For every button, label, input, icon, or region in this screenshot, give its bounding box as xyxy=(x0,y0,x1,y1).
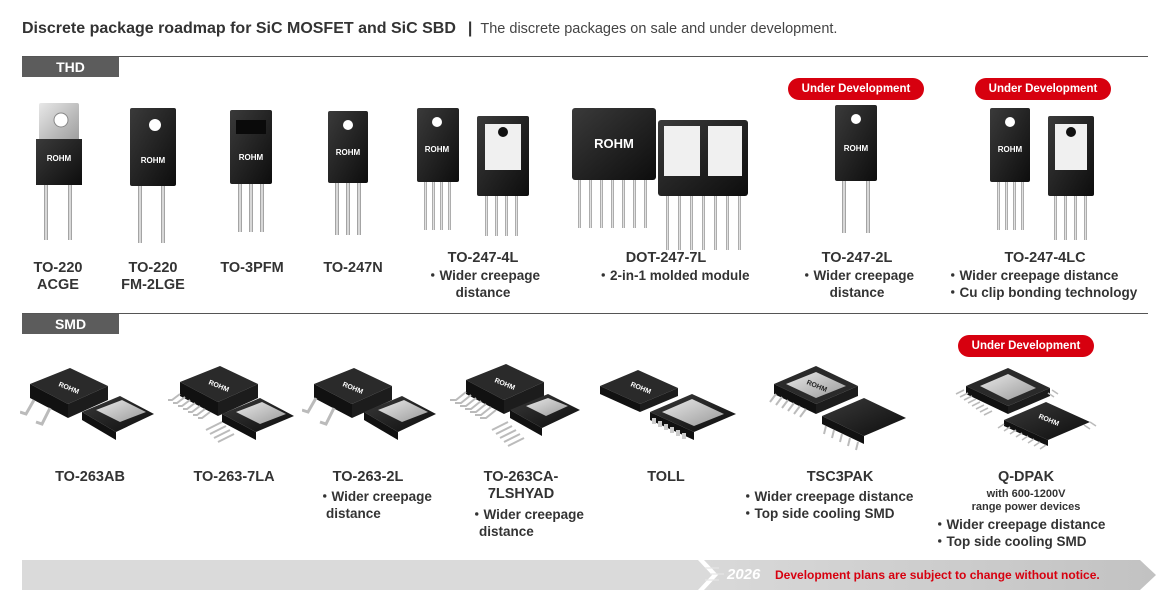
to-263-2l-package-image: ROHM xyxy=(302,368,436,440)
to-263ab-package-image: ROHM xyxy=(20,368,154,440)
package-name-to-263-2l: TO-263-2L xyxy=(332,469,404,485)
package-name-dot-247-7l: DOT-247-7L xyxy=(625,250,707,266)
package-name-to-263-7la: TO-263-7LA xyxy=(193,469,275,485)
rohm-logo: ROHM xyxy=(336,148,361,157)
timeline-year: 2026 xyxy=(727,566,761,583)
page-title: Discrete package roadmap for SiC MOSFET … xyxy=(22,20,456,37)
smd-section-rule xyxy=(22,313,1148,314)
under-development-badge: Under Development xyxy=(788,78,924,100)
rohm-logo: ROHM xyxy=(239,153,264,162)
q-dpak-package-image: ROHM xyxy=(955,368,1097,450)
rohm-logo: ROHM xyxy=(141,156,166,165)
toll-package-image: ROHM xyxy=(600,370,736,440)
tsc3pak-package-image: ROHM xyxy=(769,366,906,451)
dot-247-7l-package-image: ROHM xyxy=(572,108,748,250)
package-notes-to-247-4lc: ・Wider creepage distance・Cu clip bonding… xyxy=(946,268,1138,300)
package-name-to-3pfm: TO-3PFM xyxy=(220,260,284,276)
rohm-logo: ROHM xyxy=(844,144,869,153)
to-247-2l-package-image: ROHM xyxy=(835,105,877,233)
under-development-badge: Under Development xyxy=(975,78,1111,100)
rohm-logo: ROHM xyxy=(47,154,72,163)
to-247n-package-image: ROHM xyxy=(328,111,368,235)
to-220-acge-package-image: ROHM xyxy=(36,103,82,240)
package-name-tsc3pak: TSC3PAK xyxy=(806,469,874,485)
package-name-to-247n: TO-247N xyxy=(323,260,383,276)
package-name-q-dpak: Q-DPAK xyxy=(997,469,1055,485)
rohm-logo: ROHM xyxy=(998,145,1023,154)
to-263-7la-package-image: ROHM xyxy=(168,366,294,443)
package-name-to-247-4lc: TO-247-4LC xyxy=(1004,250,1086,266)
package-notes-q-dpak: ・Wider creepage distance・Top side coolin… xyxy=(933,517,1106,549)
package-notes-dot-247-7l: ・2-in-1 molded module xyxy=(596,268,750,283)
package-name-to-247-4l: TO-247-4L xyxy=(447,250,519,266)
to-247-4l-package-image: ROHM xyxy=(417,108,529,236)
disclaimer-note: Development plans are subject to change … xyxy=(775,568,1100,582)
title-separator: | xyxy=(467,20,473,37)
page-header: Discrete package roadmap for SiC MOSFET … xyxy=(22,20,837,42)
thd-section-tag: THD xyxy=(22,57,119,77)
package-name-toll: TOLL xyxy=(647,469,685,485)
rohm-logo: ROHM xyxy=(425,145,450,154)
package-name-to-247-2l: TO-247-2L xyxy=(821,250,893,266)
under-development-badge: Under Development xyxy=(958,335,1094,357)
package-name-to-263ab: TO-263AB xyxy=(55,469,125,485)
to-247-4lc-package-image: ROHM xyxy=(990,108,1094,240)
timeline-arrow xyxy=(22,560,1156,590)
to-263ca-7lshyad-package-image: ROHM xyxy=(450,364,580,447)
package-notes-tsc3pak: ・Wider creepage distance・Top side coolin… xyxy=(741,489,914,521)
to-3pfm-package-image: ROHM xyxy=(230,110,272,232)
to-220-fm-2lge-package-image: ROHM xyxy=(130,108,176,243)
page-subtitle: The discrete packages on sale and under … xyxy=(480,21,838,37)
package-name-to-263ca-7lshyad: TO-263CA-7LSHYAD xyxy=(483,469,559,502)
rohm-logo: ROHM xyxy=(594,136,634,151)
thd-section-rule xyxy=(22,56,1148,57)
smd-section-tag: SMD xyxy=(22,314,119,334)
